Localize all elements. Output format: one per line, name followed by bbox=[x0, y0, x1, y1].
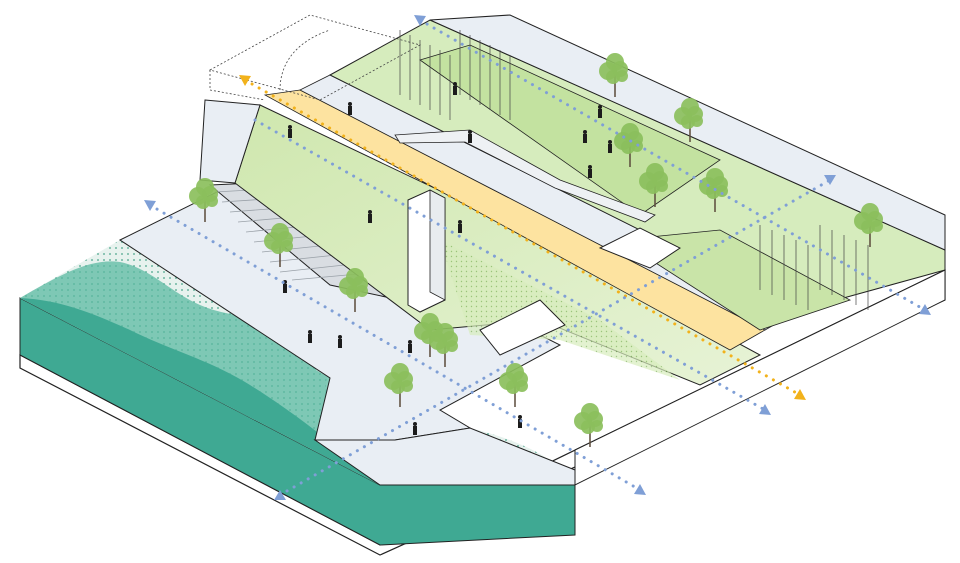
arrowhead-upper-start bbox=[414, 15, 426, 26]
tree bbox=[599, 53, 628, 97]
person bbox=[518, 415, 522, 428]
middle-lawn-dots bbox=[440, 240, 680, 380]
tree bbox=[854, 203, 883, 247]
ramp-wedge bbox=[479, 299, 566, 356]
fence-poles bbox=[399, 30, 869, 310]
person bbox=[453, 82, 457, 95]
arrowhead-cross-end bbox=[824, 175, 836, 185]
arrowhead-river-end bbox=[634, 484, 646, 495]
tree bbox=[339, 268, 368, 312]
person bbox=[583, 130, 587, 143]
pier bbox=[313, 427, 576, 486]
person bbox=[413, 422, 417, 435]
tree bbox=[614, 123, 643, 167]
flow-arrow-river bbox=[148, 203, 642, 492]
arrowhead-river bbox=[144, 200, 156, 211]
arrowhead-cycle-end bbox=[794, 389, 806, 400]
arrowhead-cycle-start bbox=[239, 75, 251, 86]
person bbox=[348, 102, 352, 115]
person bbox=[598, 105, 602, 118]
pylon-face bbox=[429, 189, 446, 301]
river-wave-2 bbox=[20, 298, 380, 485]
flow-arrow-promenade bbox=[253, 118, 767, 412]
tree bbox=[264, 223, 293, 267]
top-road bbox=[429, 14, 946, 251]
bridge-ramp bbox=[394, 129, 656, 223]
person bbox=[468, 130, 472, 143]
person bbox=[308, 330, 312, 343]
arrow-heads bbox=[144, 15, 931, 500]
tree bbox=[574, 403, 603, 447]
tree bbox=[384, 363, 413, 407]
arrowhead-promenade-end bbox=[759, 404, 771, 415]
people bbox=[283, 82, 612, 435]
underpass-box bbox=[598, 227, 681, 269]
lower-right-court bbox=[618, 229, 852, 331]
flow-arrow-upper bbox=[418, 18, 927, 312]
person bbox=[588, 165, 592, 178]
tree bbox=[699, 168, 728, 212]
flow-arrow-cross bbox=[278, 178, 832, 497]
arrowhead-upper-end bbox=[919, 304, 931, 315]
person bbox=[288, 125, 292, 138]
flow-arrows bbox=[148, 18, 927, 497]
tree bbox=[429, 323, 458, 367]
tree bbox=[189, 178, 218, 222]
upper-walk-left bbox=[199, 99, 261, 184]
person bbox=[368, 210, 372, 223]
tree bbox=[674, 98, 703, 142]
person bbox=[458, 220, 462, 233]
flow-arrow-cycle bbox=[243, 78, 802, 397]
arrowhead-cross-start bbox=[274, 490, 286, 500]
person bbox=[408, 340, 412, 353]
tree bbox=[639, 163, 668, 207]
person bbox=[608, 140, 612, 153]
tree bbox=[499, 363, 528, 407]
person bbox=[338, 335, 342, 348]
upper-park-inner bbox=[419, 44, 721, 216]
trees bbox=[189, 53, 883, 447]
